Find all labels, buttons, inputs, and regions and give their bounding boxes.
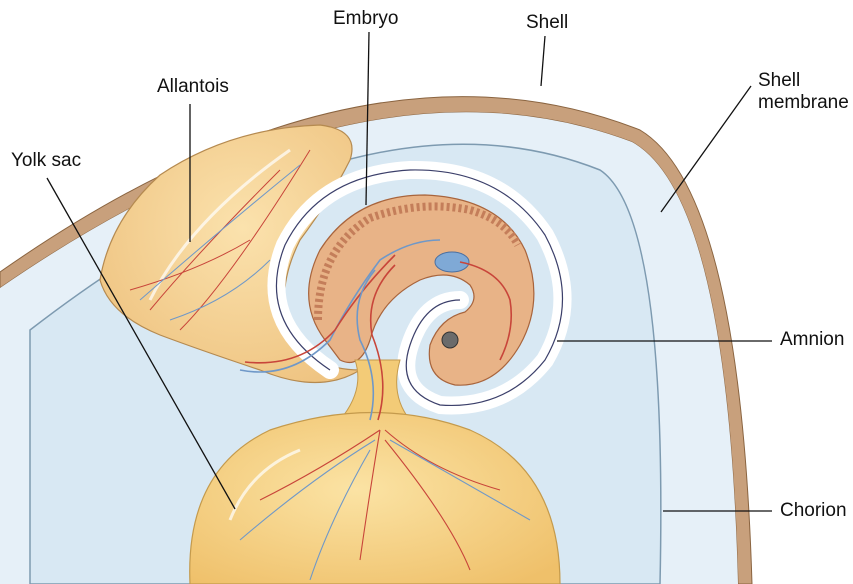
label-shell-membrane-line2: membrane: [758, 92, 849, 113]
label-chorion: Chorion: [780, 500, 847, 521]
embryo-spine: [314, 202, 522, 321]
label-allantois: Allantois: [157, 76, 229, 97]
label-amnion: Amnion: [780, 329, 845, 350]
embryo-eye: [441, 331, 459, 349]
leader-lines: [46, 31, 772, 512]
label-shell: Shell: [526, 12, 569, 33]
allantois: [99, 124, 363, 383]
yolk-highlight: [228, 448, 301, 521]
label-shell-membrane: Shell membrane: [758, 70, 849, 114]
blood-vessels: [129, 149, 531, 581]
label-shell-membrane-line1: Shell: [758, 70, 801, 91]
embryo: [308, 194, 535, 386]
label-embryo: Embryo: [333, 8, 399, 29]
label-yolk-sac: Yolk sac: [11, 150, 82, 171]
embryo-heart: [434, 251, 470, 273]
